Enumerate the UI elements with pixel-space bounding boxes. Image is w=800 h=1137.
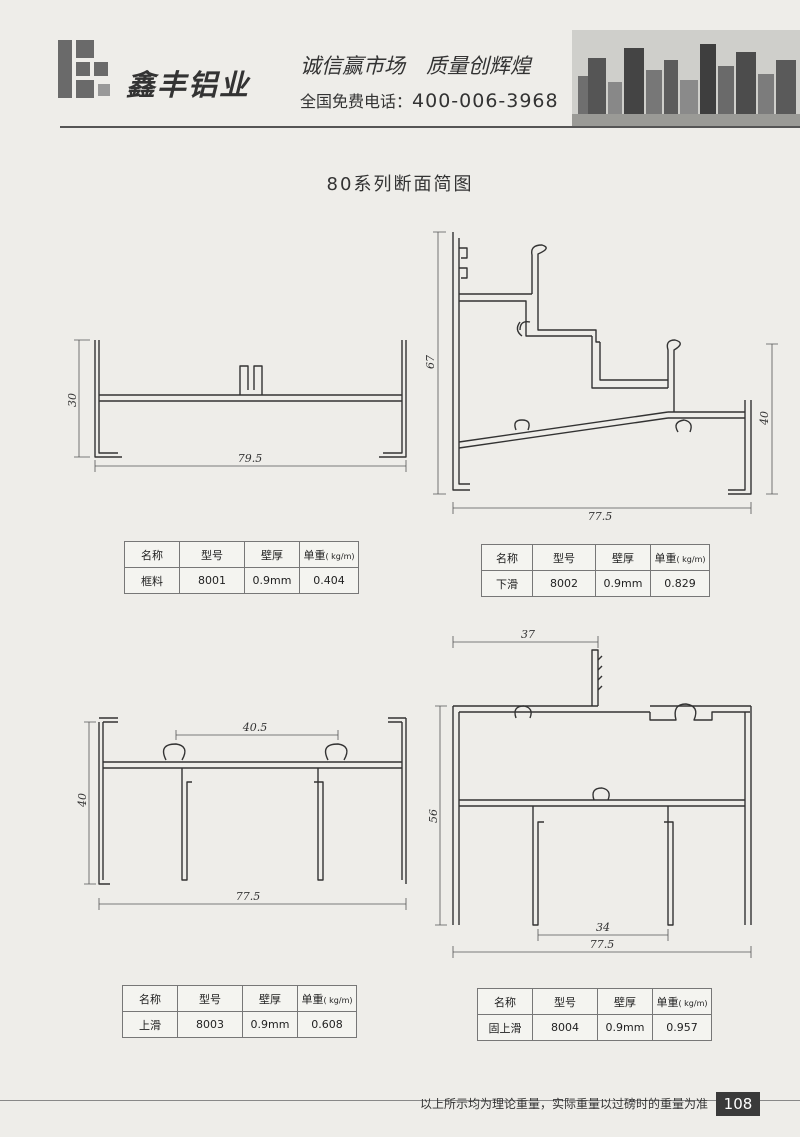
header-name: 名称: [481, 544, 533, 571]
header-thickness: 壁厚: [244, 541, 300, 568]
cell-model: 8002: [532, 570, 596, 597]
dim-8003-height: 40: [76, 793, 89, 808]
header-thickness: 壁厚: [597, 988, 653, 1015]
dim-8004-top-offset: 37: [521, 628, 535, 641]
dim-8004-width: 77.5: [590, 938, 615, 951]
cell-thickness: 0.9mm: [597, 1014, 653, 1041]
profile-8001-dimension-lines: [74, 339, 407, 472]
cell-thickness: 0.9mm: [595, 570, 651, 597]
cell-name: 框料: [124, 567, 180, 594]
dim-8003-width: 77.5: [236, 890, 261, 903]
cell-weight: 0.404: [299, 567, 359, 594]
dim-8001-height: 30: [66, 393, 79, 407]
profile-8002-dimension-lines: [433, 231, 778, 514]
dim-8002-width: 77.5: [588, 510, 613, 523]
page-title: 80系列断面简图: [326, 174, 474, 195]
cell-model: 8001: [179, 567, 245, 594]
cell-thickness: 0.9mm: [242, 1011, 298, 1038]
header-model: 型号: [179, 541, 245, 568]
cell-name: 下滑: [481, 570, 533, 597]
spec-table-8001: 名称 型号 壁厚 单重( kg/m) 框料 8001 0.9mm 0.404: [124, 541, 359, 594]
header-name: 名称: [477, 988, 533, 1015]
header-thickness: 壁厚: [595, 544, 651, 571]
header-weight: 单重( kg/m): [299, 541, 359, 568]
footer-note: 以上所示均为理论重量，实际重量以过磅时的重量为准: [419, 1097, 708, 1111]
cell-thickness: 0.9mm: [244, 567, 300, 594]
logo-mark: [58, 40, 118, 100]
dim-8004-height: 56: [427, 809, 440, 823]
cell-model: 8003: [177, 1011, 243, 1038]
header-weight: 单重( kg/m): [650, 544, 710, 571]
dim-8004-track-spacing: 34: [596, 921, 610, 934]
header-model: 型号: [532, 988, 598, 1015]
spec-table-8002: 名称 型号 壁厚 单重( kg/m) 下滑 8002 0.9mm 0.829: [481, 544, 710, 597]
slogan: 诚信赢市场 质量创辉煌: [300, 54, 531, 78]
profile-8004-drawing: [452, 649, 752, 926]
header-divider: [60, 126, 800, 128]
profile-8004-dimension-lines: [435, 636, 752, 958]
header-weight: 单重( kg/m): [297, 985, 357, 1012]
dim-8002-right-height: 40: [758, 411, 771, 426]
dim-8001-width: 79.5: [238, 452, 263, 465]
cell-name: 固上滑: [477, 1014, 533, 1041]
brand-name: 鑫丰铝业: [126, 68, 251, 102]
dim-8002-height: 67: [424, 355, 437, 369]
profile-8001-drawing: [94, 340, 407, 458]
profile-8003-drawing: [98, 717, 407, 885]
city-skyline-image: [572, 30, 800, 126]
footer-divider: [0, 1100, 800, 1101]
profile-8002-drawing: [452, 232, 752, 495]
spec-table-8003: 名称 型号 壁厚 单重( kg/m) 上滑 8003 0.9mm 0.608: [122, 985, 357, 1038]
header-weight: 单重( kg/m): [652, 988, 712, 1015]
cell-model: 8004: [532, 1014, 598, 1041]
hotline: 全国免费电话：400-006-3968: [300, 88, 559, 112]
header-name: 名称: [122, 985, 178, 1012]
hotline-label: 全国免费电话：: [300, 92, 413, 111]
hotline-number: 400-006-3968: [412, 90, 559, 112]
cell-weight: 0.608: [297, 1011, 357, 1038]
cell-weight: 0.829: [650, 570, 710, 597]
dim-8003-track-spacing: 40.5: [242, 721, 268, 734]
header-model: 型号: [177, 985, 243, 1012]
page-header: 鑫丰铝业 诚信赢市场 质量创辉煌 全国免费电话：400-006-3968: [0, 0, 800, 140]
page-number: 108: [716, 1092, 760, 1116]
header-name: 名称: [124, 541, 180, 568]
header-thickness: 壁厚: [242, 985, 298, 1012]
cell-name: 上滑: [122, 1011, 178, 1038]
spec-table-8004: 名称 型号 壁厚 单重( kg/m) 固上滑 8004 0.9mm 0.957: [477, 988, 712, 1041]
cell-weight: 0.957: [652, 1014, 712, 1041]
header-model: 型号: [532, 544, 596, 571]
profile-8003-dimension-lines: [84, 721, 407, 910]
